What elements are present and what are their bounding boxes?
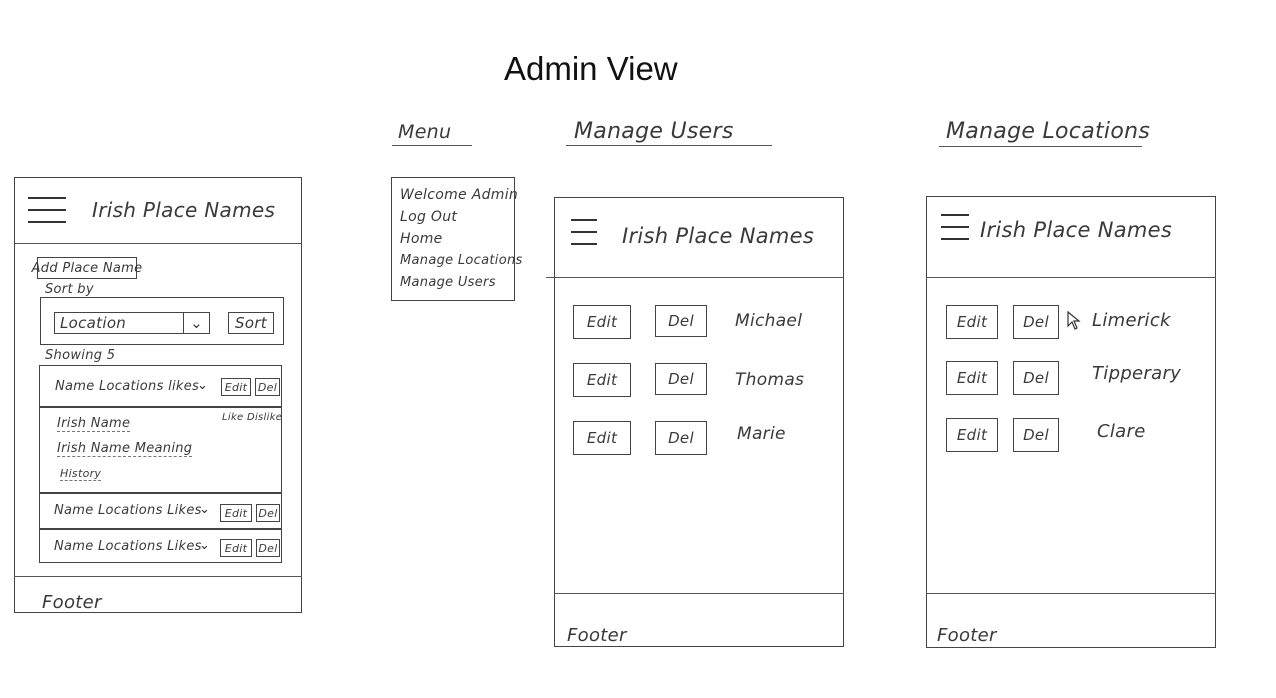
footer-divider (926, 593, 1216, 594)
manage-locations-wireframe (926, 196, 1216, 648)
chevron-down-icon[interactable]: ⌄ (199, 502, 210, 517)
footer-divider (554, 593, 844, 594)
del-user-button[interactable]: Del (655, 305, 707, 337)
header-divider (926, 277, 1216, 278)
irish-name-field: Irish Name (57, 416, 131, 432)
footer-label: Footer (937, 625, 997, 646)
menu-item-manage-locations[interactable]: Manage Locations (400, 253, 523, 268)
manage-users-wireframe (554, 197, 844, 647)
del-button[interactable]: Del (255, 378, 280, 396)
menu-panel: Welcome Admin Log Out Home Manage Locati… (391, 177, 523, 301)
page-title: Admin View (504, 50, 678, 87)
manage-users-title: Manage Users (574, 119, 734, 144)
menu-title-underline (392, 145, 472, 146)
header-divider (14, 243, 302, 244)
menu-item-manage-users[interactable]: Manage Users (400, 275, 496, 290)
list-item-label: Name Locations Likes (54, 503, 202, 518)
sort-select[interactable]: Location ⌄ (54, 312, 210, 334)
add-place-name-button[interactable]: Add Place Name (32, 257, 142, 279)
showing-count: Showing 5 (45, 348, 116, 363)
hamburger-menu-icon[interactable] (28, 197, 66, 225)
brand-title: Irish Place Names (92, 198, 276, 222)
list-item-label: Name Locations Likes (54, 539, 202, 554)
cursor-icon (1067, 310, 1081, 331)
edit-location-button[interactable]: Edit (946, 305, 998, 339)
sort-select-value: Location (60, 314, 127, 332)
manage-locations-title: Manage Locations (946, 119, 1151, 144)
edit-location-button[interactable]: Edit (946, 361, 998, 395)
location-name: Tipperary (1092, 363, 1182, 384)
footer-label: Footer (567, 625, 627, 646)
brand-title: Irish Place Names (980, 218, 1173, 242)
del-button[interactable]: Del (256, 539, 280, 557)
edit-user-button[interactable]: Edit (573, 363, 631, 397)
location-name: Limerick (1092, 310, 1171, 331)
like-dislike-label[interactable]: Like Dislike (222, 412, 283, 423)
user-name: Thomas (735, 370, 805, 390)
list-item-label: Name Locations likes (55, 379, 200, 394)
chevron-down-icon: ⌄ (183, 313, 209, 333)
home-wireframe (14, 177, 302, 613)
del-location-button[interactable]: Del (1013, 361, 1059, 395)
del-user-button[interactable]: Del (655, 363, 707, 395)
menu-item-welcome-admin: Welcome Admin (400, 187, 519, 203)
menu-item-log-out[interactable]: Log Out (400, 209, 458, 225)
edit-user-button[interactable]: Edit (573, 305, 631, 339)
hamburger-menu-icon[interactable] (941, 214, 969, 242)
menu-title: Menu (398, 121, 452, 143)
user-name: Michael (735, 311, 803, 331)
sort-button[interactable]: Sort (228, 312, 274, 334)
footer-label: Footer (42, 592, 102, 613)
manage-users-title-underline (566, 145, 772, 146)
menu-item-home[interactable]: Home (400, 231, 443, 247)
chevron-down-icon[interactable]: ⌄ (197, 378, 208, 393)
edit-location-button[interactable]: Edit (946, 418, 998, 452)
sort-panel (40, 297, 284, 345)
list-item (39, 365, 282, 407)
list-item (39, 529, 282, 563)
location-name: Clare (1097, 421, 1146, 442)
list-item (39, 493, 282, 529)
edit-button[interactable]: Edit (220, 539, 252, 557)
user-name: Marie (737, 424, 786, 444)
hamburger-menu-icon[interactable] (571, 219, 597, 247)
edit-user-button[interactable]: Edit (573, 421, 631, 455)
history-field: History (60, 467, 102, 481)
manage-locations-title-underline (939, 146, 1142, 147)
del-button[interactable]: Del (256, 504, 280, 522)
edit-button[interactable]: Edit (220, 504, 252, 522)
del-user-button[interactable]: Del (655, 421, 707, 455)
irish-name-meaning-field: Irish Name Meaning (57, 441, 193, 457)
del-location-button[interactable]: Del (1013, 418, 1059, 452)
footer-divider (14, 576, 302, 577)
expanded-list-item (39, 407, 282, 493)
sort-by-label: Sort by (45, 282, 94, 297)
brand-title: Irish Place Names (622, 224, 815, 248)
header-divider (546, 277, 844, 278)
del-location-button[interactable]: Del (1013, 305, 1059, 339)
chevron-down-icon[interactable]: ⌄ (199, 538, 210, 553)
edit-button[interactable]: Edit (221, 378, 251, 396)
